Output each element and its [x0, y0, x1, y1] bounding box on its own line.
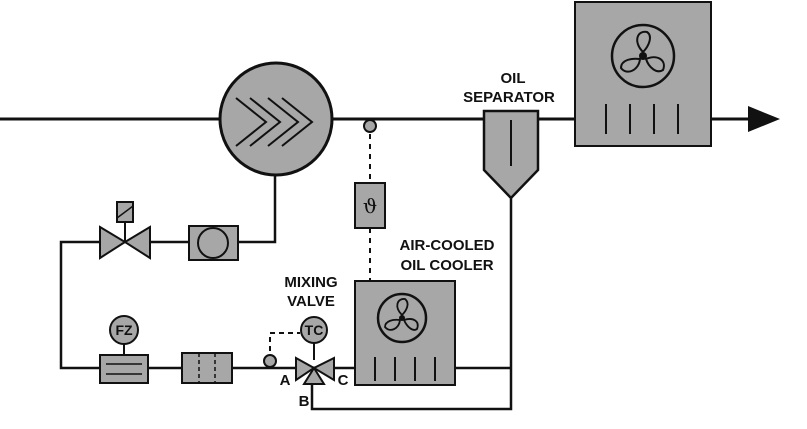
temperature-sensor — [263, 332, 300, 368]
oil-filter — [181, 352, 233, 384]
gas-air-cooler — [574, 1, 712, 147]
fan-icon — [610, 23, 676, 89]
oil-separator-label-2: SEPARATOR — [463, 89, 555, 106]
port-b-label: B — [299, 393, 310, 410]
temperature-symbol: ϑ — [363, 194, 377, 218]
oil-cooler-label-2: OIL COOLER — [400, 257, 493, 274]
oil-separator — [482, 109, 540, 200]
discharge-temperature-probe: ϑ — [354, 119, 386, 298]
compressor — [218, 61, 334, 177]
tc-instrument: TC — [300, 316, 328, 360]
fz-label: FZ — [115, 322, 133, 338]
tc-label: TC — [305, 322, 324, 338]
fz-instrument: FZ — [109, 315, 139, 355]
oil-separator-label-1: OIL — [501, 70, 526, 87]
fan-icon — [376, 292, 428, 344]
flow-arrow-icon — [748, 106, 780, 132]
cooler-tube-bundle — [605, 104, 679, 134]
oil-filter-element — [99, 354, 149, 384]
mixing-valve-icon — [295, 356, 335, 385]
mixing-valve-label-2: VALVE — [287, 293, 335, 310]
solenoid-valve-icon — [99, 201, 151, 260]
compressor-chevrons-icon — [235, 97, 314, 147]
air-cooled-oil-cooler — [354, 280, 456, 386]
oil-cooler-label-1: AIR-COOLED — [400, 237, 495, 254]
port-c-label: C — [338, 372, 349, 389]
oil-cooler-tube-bundle — [374, 357, 436, 381]
mixing-valve-label-1: MIXING — [284, 274, 337, 291]
oil-piping — [59, 175, 513, 411]
oil-pump — [188, 225, 239, 261]
port-a-label: A — [280, 372, 291, 389]
